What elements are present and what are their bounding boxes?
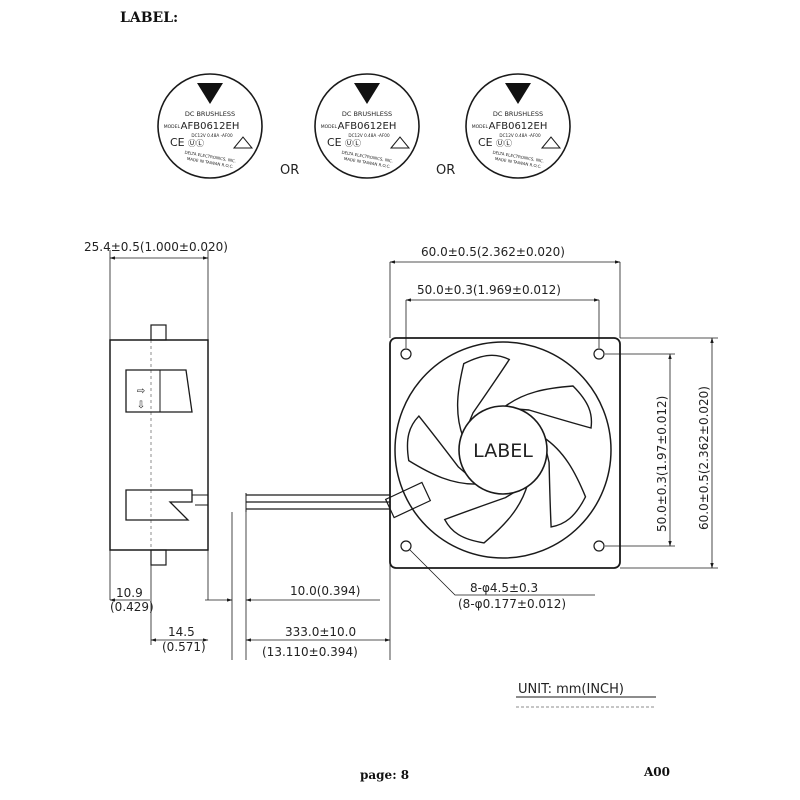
front-view: LABEL [384, 337, 621, 569]
label-rating: DC12V 0.48A -AF00 [348, 133, 390, 138]
dim-depth: 25.4±0.5(1.000±0.020) [84, 240, 228, 254]
ul-mark: ⓊⓁ [188, 139, 204, 148]
label-model: AFB0612EH [338, 121, 397, 132]
page-number: page: 8 [360, 768, 409, 782]
dim-offset-in: (0.429) [110, 600, 154, 614]
flow-arrow-icon: ⇨ [137, 386, 145, 397]
label-series: DC BRUSHLESS [185, 110, 235, 118]
rotation-arrow-icon: ⇩ [137, 400, 145, 411]
dim-strip: 10.0(0.394) [290, 584, 360, 598]
ce-mark: CE [170, 136, 185, 149]
ce-mark: CE [478, 136, 493, 149]
label-model: AFB0612EH [181, 121, 240, 132]
label-model-prefix: MODEL [321, 124, 338, 130]
dim-offset-mm: 10.9 [116, 586, 143, 600]
dim-holes-mm: 8-φ4.5±0.3 [470, 581, 538, 595]
hub-label: LABEL [473, 440, 533, 462]
separator-or-1: OR [280, 163, 299, 178]
dim-width-outer: 60.0±0.5(2.362±0.020) [421, 245, 565, 259]
label-series: DC BRUSHLESS [493, 110, 543, 118]
label-rating: DC12V 0.48A -AF00 [499, 133, 541, 138]
label-model: AFB0612EH [489, 121, 548, 132]
label-model-prefix: MODEL [472, 124, 489, 130]
fan-label-3: DC BRUSHLESS MODEL AFB0612EH DC12V 0.48A… [465, 73, 571, 179]
warning-triangle-icon [540, 136, 562, 149]
dim-height-hole: 50.0±0.3(1.97±0.012) [655, 396, 669, 532]
unit-note: UNIT: mm(INCH) [518, 682, 624, 697]
dim-width-hole: 50.0±0.3(1.969±0.012) [417, 283, 561, 297]
ul-mark: ⓊⓁ [496, 139, 512, 148]
dim-lead-mm: 333.0±10.0 [285, 625, 356, 639]
ul-mark: ⓊⓁ [345, 139, 361, 148]
dim-lead-in: (13.110±0.394) [262, 645, 358, 659]
label-heading: LABEL: [120, 10, 178, 26]
fan-label-1: DC BRUSHLESS MODEL AFB0612EH DC12V 0.48A… [157, 73, 263, 179]
revision: A00 [643, 765, 670, 779]
label-rating: DC12V 0.48A -AF00 [191, 133, 233, 138]
ce-mark: CE [327, 136, 342, 149]
label-model-prefix: MODEL [164, 124, 181, 130]
dim-holes-in: (8-φ0.177±0.012) [458, 597, 566, 611]
side-view: ⇨ ⇩ 25.4±0.5(1.000±0.020) 10.9 (0.429) 1… [84, 240, 228, 654]
fan-label-2: DC BRUSHLESS MODEL AFB0612EH DC12V 0.48A… [314, 73, 420, 179]
warning-triangle-icon [232, 136, 254, 149]
separator-or-2: OR [436, 163, 455, 178]
dim-height-outer: 60.0±0.5(2.362±0.020) [697, 386, 711, 530]
dim-hub-in: (0.571) [162, 640, 206, 654]
dim-hub-mm: 14.5 [168, 625, 195, 639]
lead-wires: 10.0(0.394) 333.0±10.0 (13.110±0.394) [205, 493, 391, 660]
label-series: DC BRUSHLESS [342, 110, 392, 118]
warning-triangle-icon [389, 136, 411, 149]
